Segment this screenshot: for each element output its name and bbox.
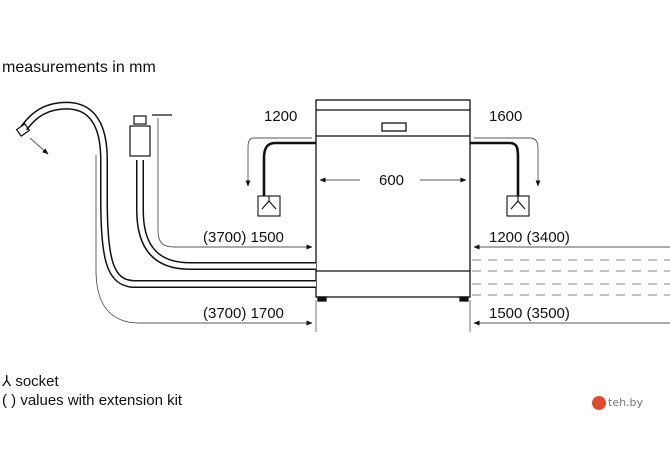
dashed-hose-continuation <box>472 259 670 296</box>
inlet-valve <box>15 114 172 157</box>
left-socket-connection <box>245 137 316 217</box>
left-upper-dimension: (3700) 1500 <box>203 229 284 246</box>
diagram-title: measurements in mm <box>2 59 156 76</box>
right-top-dimension: 1600 <box>489 108 523 125</box>
legend-socket: ⅄ socket <box>2 373 59 391</box>
right-upper-dimension: 1200 (3400) <box>489 229 570 246</box>
width-dimension-label: 600 <box>379 172 405 189</box>
left-dimension-lines <box>29 118 313 326</box>
watermark-logo-icon <box>592 396 606 410</box>
socket-symbol-icon: ⅄ <box>2 373 12 390</box>
right-dimension-lines <box>473 244 670 326</box>
dishwasher-outline <box>315 99 471 302</box>
left-lower-dimension: (3700) 1700 <box>203 305 284 322</box>
right-lower-dimension: 1500 (3500) <box>489 305 570 322</box>
watermark-text: teh.by <box>608 396 644 409</box>
right-socket-connection <box>470 137 541 217</box>
legend-extension-kit: ( ) values with extension kit <box>2 392 183 409</box>
extension-lines <box>315 300 471 332</box>
left-top-dimension: 1200 <box>264 108 298 125</box>
drain-hose <box>20 101 316 288</box>
socket-label: socket <box>15 373 59 390</box>
watermark: teh.by <box>582 392 670 414</box>
